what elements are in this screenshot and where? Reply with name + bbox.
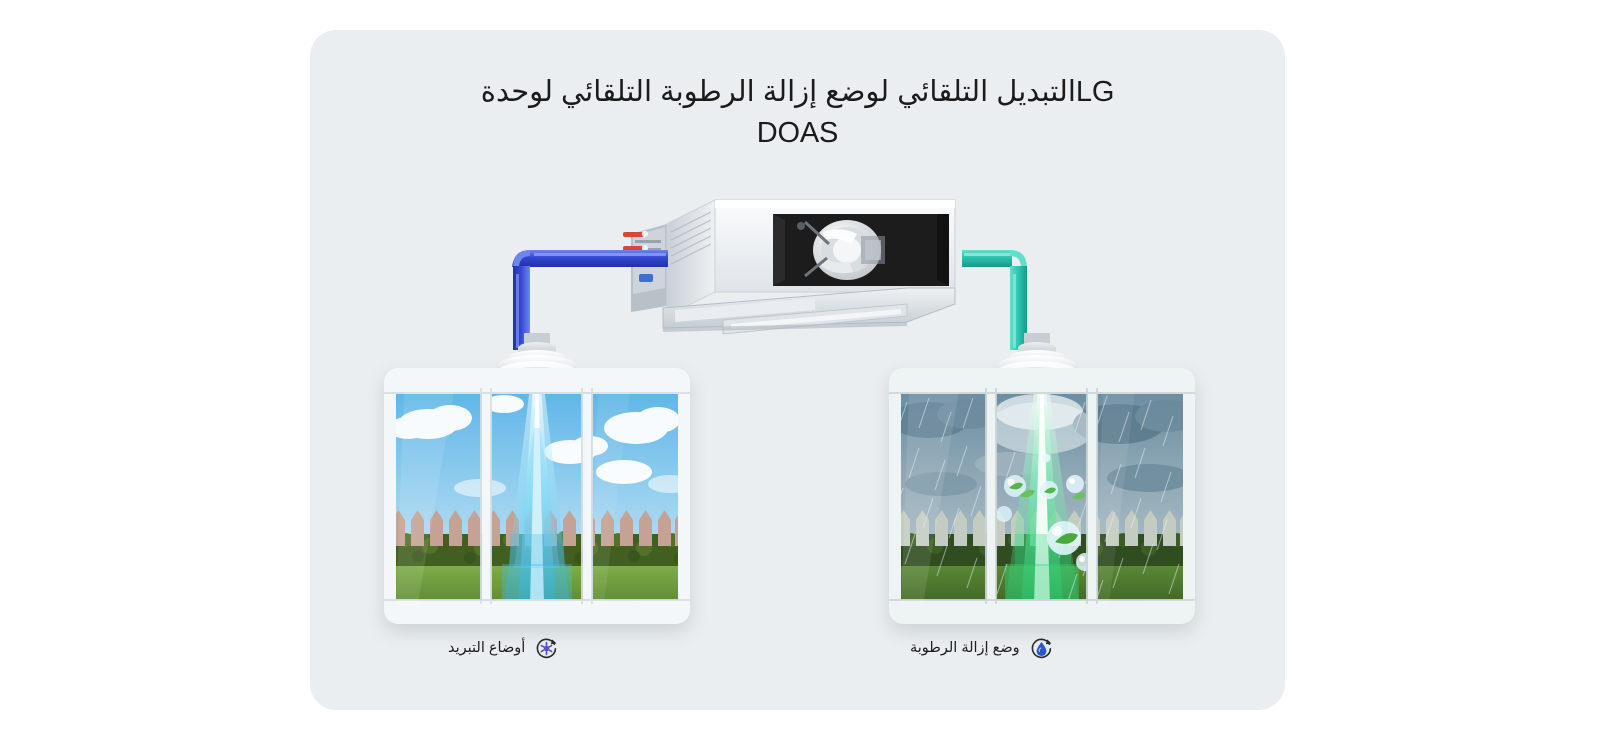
title-line2: DOAS <box>756 117 839 150</box>
snowflake-rotate-icon <box>534 636 559 661</box>
title-line1: التبديل التلقائي لوضع إزالة الرطوبة التل… <box>480 76 1076 108</box>
unit-fan <box>797 220 885 280</box>
airflow-cooling <box>502 386 572 604</box>
caption-cooling: أوضاع التبريد <box>448 633 559 663</box>
water-droplets <box>996 453 1094 571</box>
scene-dehumidification <box>889 368 1195 624</box>
water-drop-rotate-icon <box>1029 636 1054 661</box>
page-title: LGالتبديل التلقائي لوضع إزالة الرطوبة ال… <box>310 72 1285 154</box>
caption-dehumidification-label: وضع إزالة الرطوبة <box>910 640 1020 656</box>
caption-dehumidification: وضع إزالة الرطوبة <box>910 633 1054 663</box>
scene-cooling <box>384 368 690 624</box>
duct-right-dehumidification <box>962 238 1042 350</box>
doas-unit <box>615 170 985 345</box>
duct-left-cooling <box>498 238 668 350</box>
title-brand: LG <box>1075 76 1115 108</box>
caption-cooling-label: أوضاع التبريد <box>448 640 526 656</box>
